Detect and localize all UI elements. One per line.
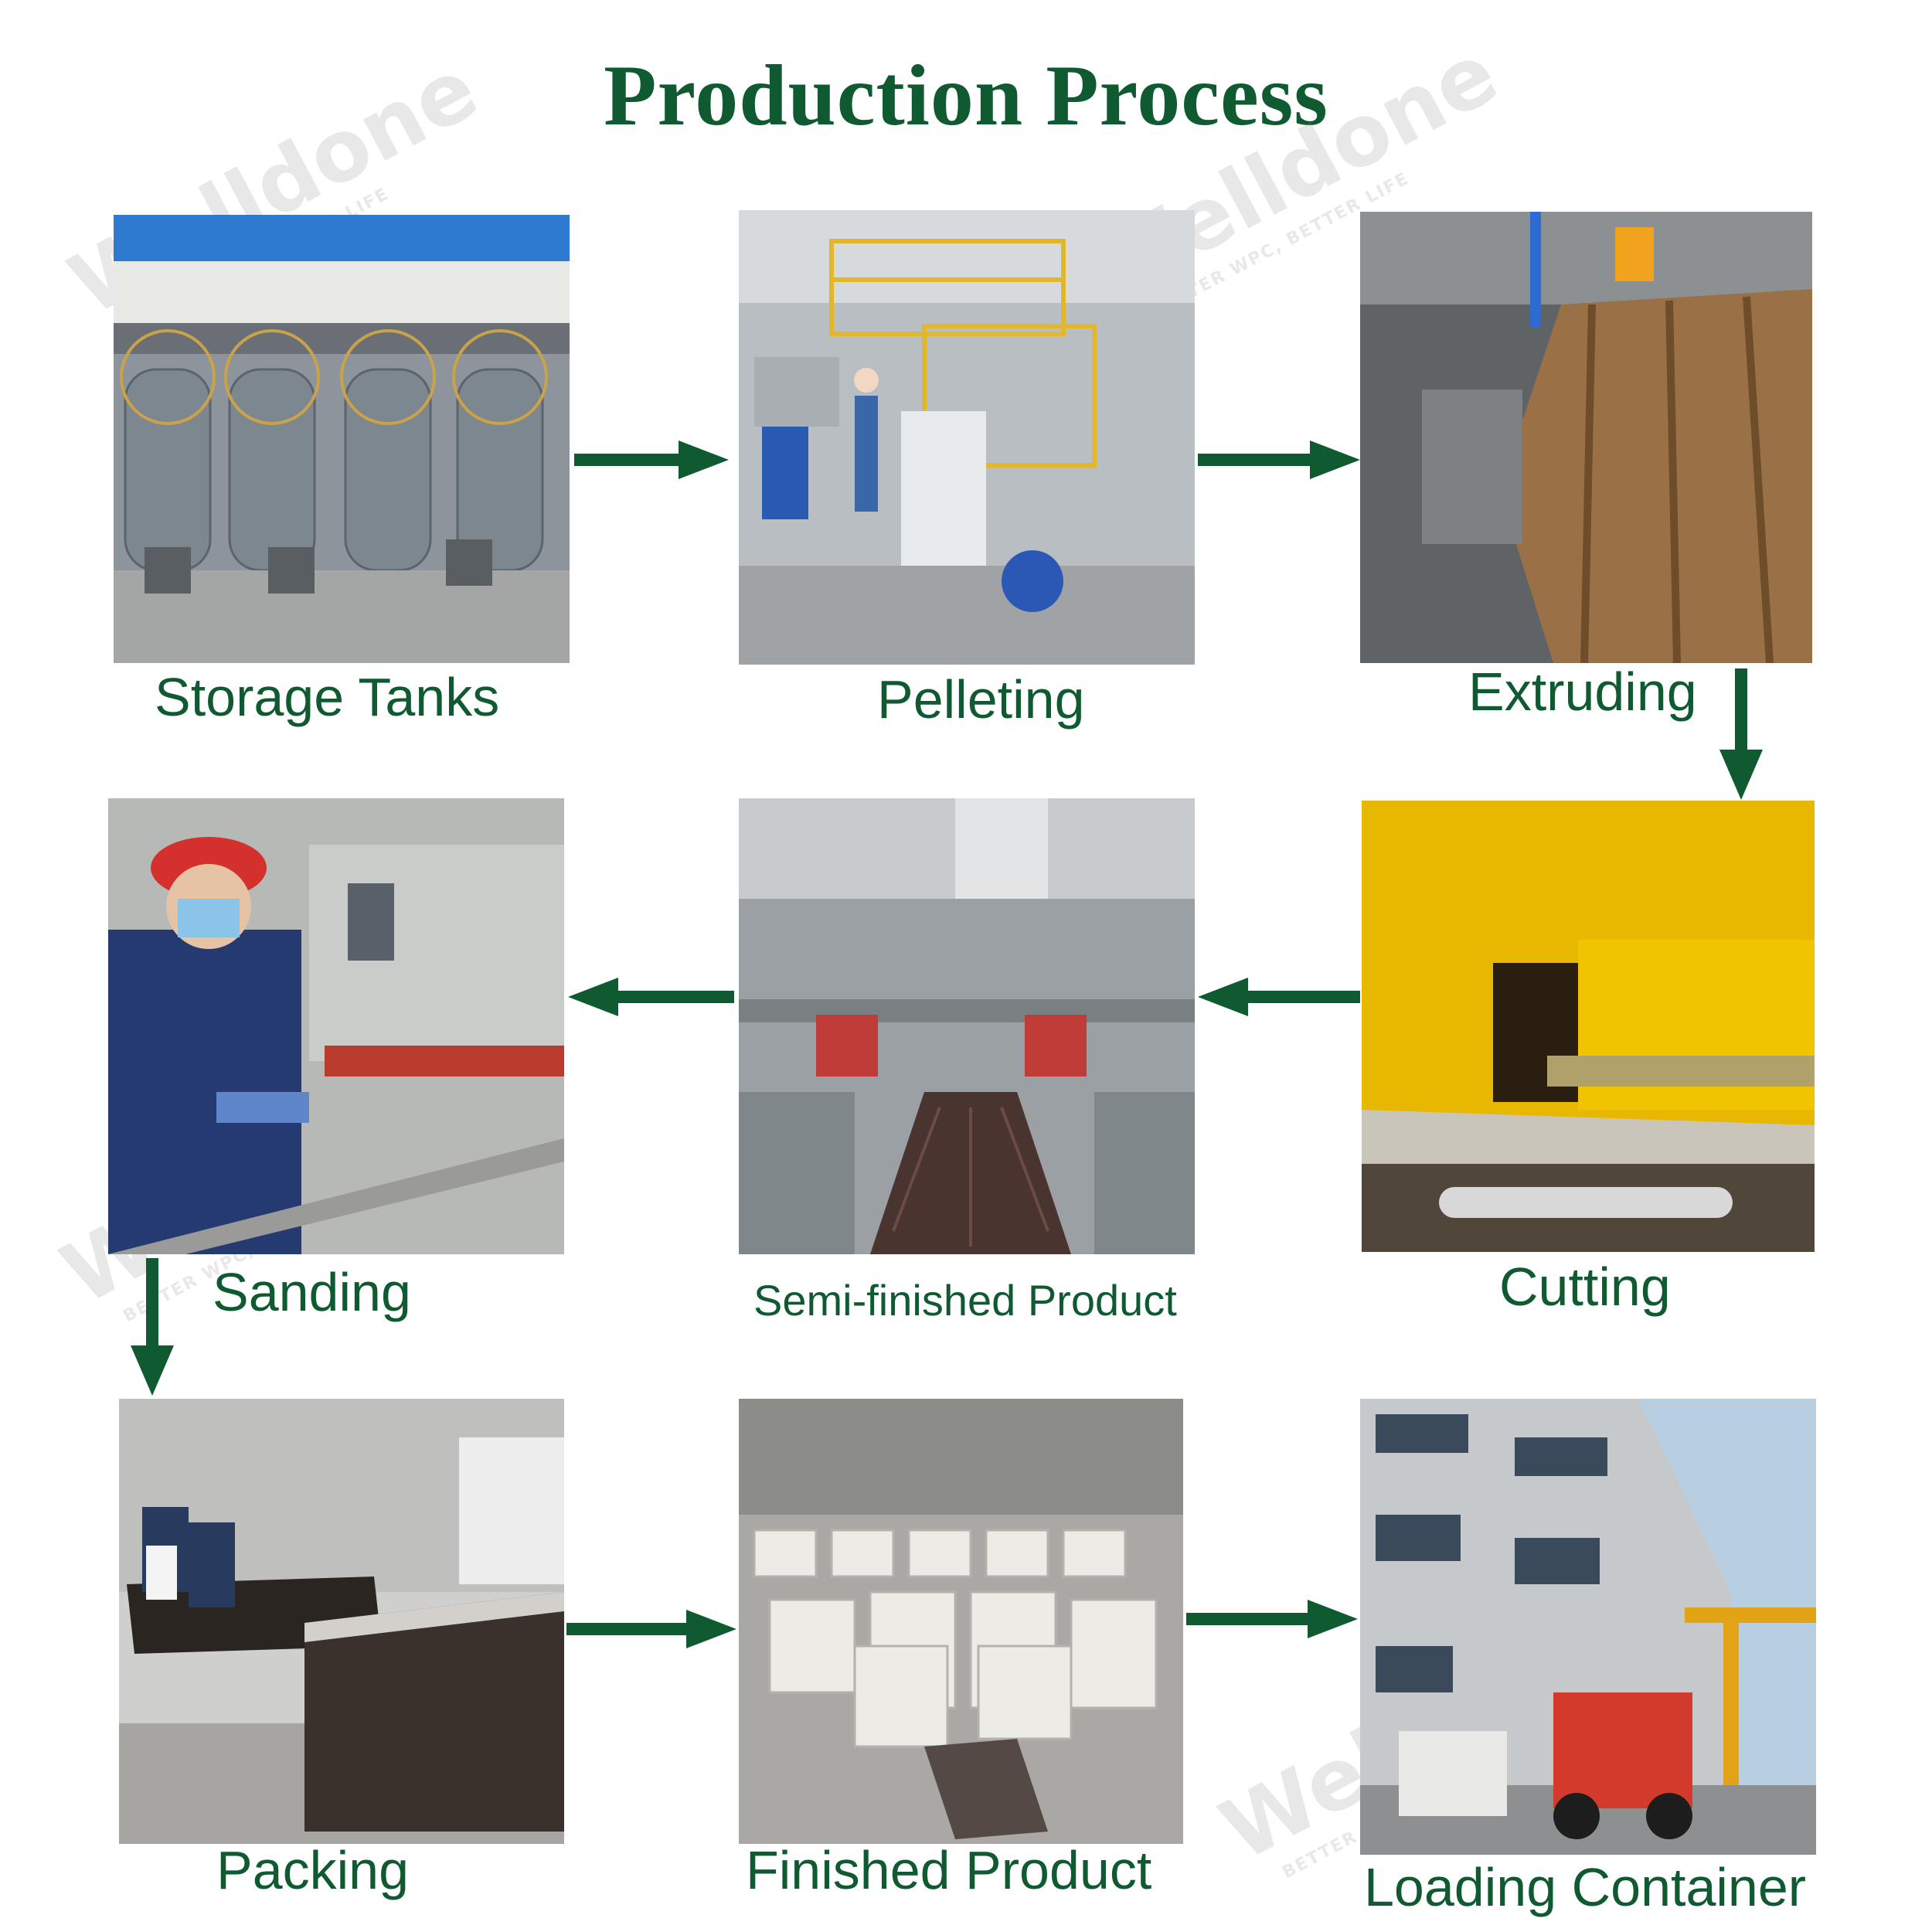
arrow-down-icon bbox=[1719, 668, 1763, 800]
page-title: Production Process bbox=[604, 48, 1328, 144]
arrow-right-icon bbox=[1198, 440, 1360, 479]
photo-semi-finished-product bbox=[739, 798, 1195, 1254]
arrow-down-icon bbox=[131, 1258, 174, 1396]
photo-storage-tanks bbox=[114, 215, 570, 663]
photo-extruding bbox=[1360, 212, 1812, 663]
photo-packing bbox=[119, 1399, 564, 1844]
photo-sanding bbox=[108, 798, 564, 1254]
arrow-right-icon bbox=[574, 440, 729, 479]
step-label-finished-product: Finished Product bbox=[746, 1840, 1152, 1900]
photo-loading-container bbox=[1360, 1399, 1816, 1855]
step-label-sanding: Sanding bbox=[213, 1262, 411, 1322]
step-label-storage-tanks: Storage Tanks bbox=[155, 667, 500, 727]
step-label-semi-finished-product: Semi-finished Product bbox=[753, 1276, 1177, 1325]
step-label-packing: Packing bbox=[216, 1840, 410, 1900]
step-label-cutting: Cutting bbox=[1499, 1257, 1671, 1317]
arrow-left-icon bbox=[568, 978, 734, 1016]
arrow-right-icon bbox=[1186, 1600, 1358, 1638]
step-label-loading-container: Loading Container bbox=[1364, 1857, 1807, 1917]
photo-pelleting bbox=[739, 210, 1195, 665]
photo-finished-product bbox=[739, 1399, 1183, 1844]
photo-cutting bbox=[1362, 801, 1815, 1252]
step-label-extruding: Extruding bbox=[1468, 662, 1697, 722]
arrow-left-icon bbox=[1198, 978, 1360, 1016]
step-label-pelleting: Pelleting bbox=[877, 669, 1085, 730]
arrow-right-icon bbox=[566, 1610, 736, 1648]
